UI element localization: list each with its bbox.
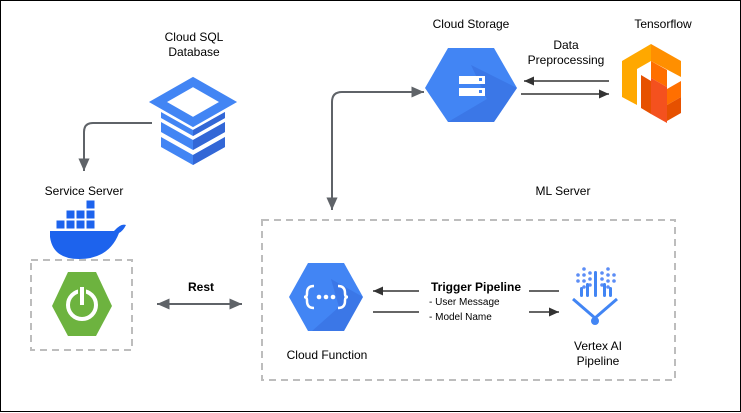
- cloud-sql-label-line2: Database: [168, 45, 220, 59]
- vertex-ai-icon: [572, 267, 618, 325]
- cloud-function-icon: [289, 263, 363, 331]
- spring-power-icon: [52, 272, 112, 336]
- data-preprocessing-line1: Data: [553, 38, 579, 52]
- vertex-ai-label-line2: Pipeline: [576, 354, 620, 368]
- vertex-ai-label-line1: Vertex AI: [573, 339, 623, 353]
- ml-server-label: ML Server: [535, 184, 591, 198]
- cloud-storage-label: Cloud Storage: [432, 17, 510, 31]
- cloud-sql-label-line1: Cloud SQL: [164, 30, 224, 44]
- trigger-pipeline-title: Trigger Pipeline: [430, 280, 522, 294]
- trigger-pipeline-item-model-name: - Model Name: [429, 312, 492, 323]
- service-server-label: Service Server: [44, 184, 124, 198]
- tensorflow-logo-icon: [622, 44, 681, 123]
- vertex-ai-label: Vertex AI Pipeline: [553, 339, 643, 369]
- cloud-storage-icon: [425, 48, 517, 122]
- edge-function-to-storage: [326, 86, 424, 210]
- data-preprocessing-line2: Preprocessing: [527, 53, 605, 67]
- tensorflow-label: Tensorflow: [634, 17, 692, 31]
- cloud-sql-database-icon: [148, 76, 238, 165]
- data-preprocessing-label: Data Preprocessing: [516, 38, 616, 68]
- service-server-container: [30, 259, 133, 351]
- cloud-sql-label: Cloud SQL Database: [149, 30, 239, 60]
- cloud-function-label: Cloud Function: [286, 348, 368, 362]
- ml-server-container: [261, 219, 676, 381]
- docker-whale-icon: [50, 199, 126, 259]
- trigger-pipeline-item-user-message: - User Message: [429, 297, 500, 308]
- rest-label: Rest: [187, 280, 214, 294]
- edge-service-to-sql: [78, 122, 152, 171]
